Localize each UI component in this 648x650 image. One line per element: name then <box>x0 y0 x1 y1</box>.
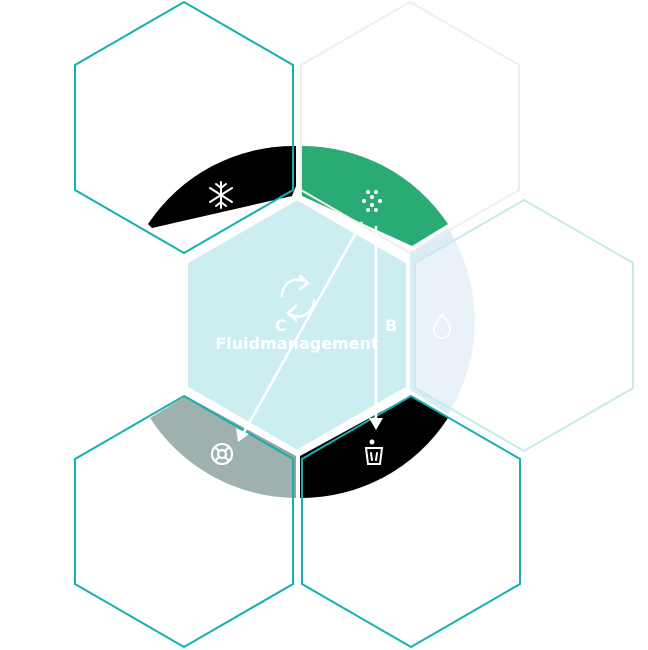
ring-segment-filter[interactable] <box>300 145 448 246</box>
arrow-c-head <box>236 428 249 442</box>
droplet-icon <box>432 312 452 339</box>
snowflake-icon <box>209 181 233 209</box>
outer-hexagons <box>74 0 634 649</box>
hexagon-bottom-left[interactable] <box>74 394 294 649</box>
ring <box>148 145 475 499</box>
hexagon-top-left[interactable] <box>74 0 294 255</box>
hexagon-bottom-right[interactable] <box>301 394 521 649</box>
center-hexagon[interactable] <box>184 195 410 455</box>
ring-segment-fluid[interactable] <box>410 228 475 414</box>
center-title: Fluidmanagement <box>215 334 379 353</box>
arrow-b-head <box>369 418 383 430</box>
filter-dots-icon <box>362 190 382 212</box>
ring-segment-support[interactable] <box>150 396 296 498</box>
arrows <box>236 221 383 442</box>
recycle-arrows-icon <box>280 274 316 322</box>
arrow-c-line <box>242 221 364 433</box>
arrow-b-label: B <box>385 316 397 335</box>
arrow-c-label: C <box>275 316 287 335</box>
hexagon-top-right[interactable] <box>300 0 520 255</box>
lifebuoy-icon <box>210 442 234 466</box>
hexagon-right[interactable] <box>414 198 634 453</box>
waste-bin-icon <box>364 439 384 465</box>
